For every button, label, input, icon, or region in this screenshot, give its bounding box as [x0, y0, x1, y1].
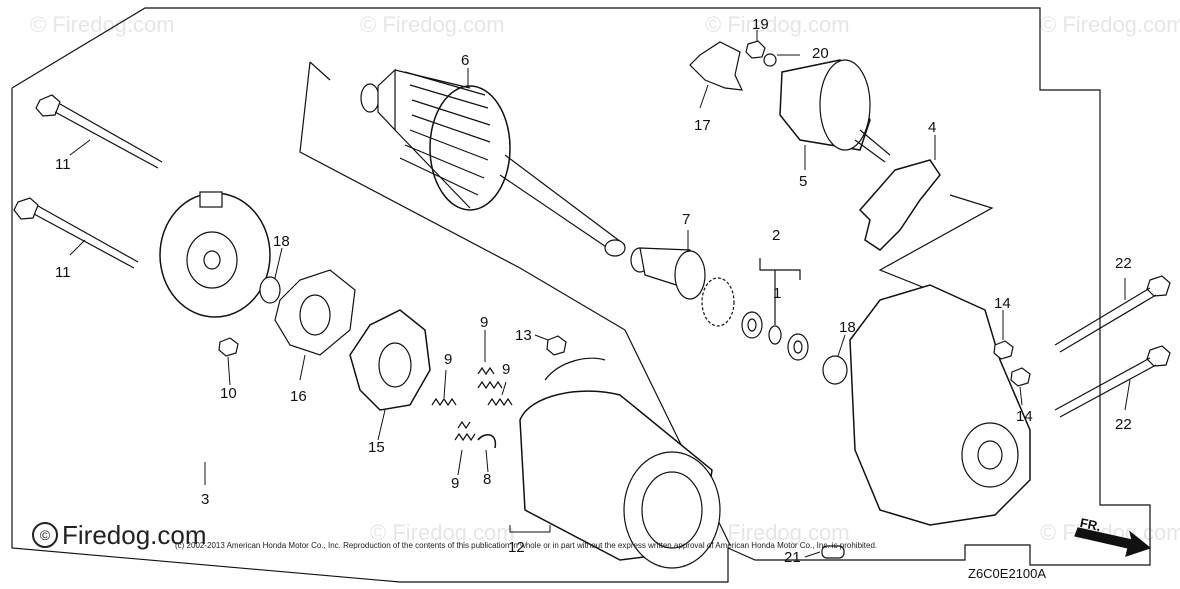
mounting-bolt	[1054, 345, 1171, 418]
callout-14: 14	[994, 295, 1011, 312]
drawing-code: Z6C0E2100A	[968, 566, 1047, 581]
brush-lead	[477, 434, 497, 449]
through-bolt	[35, 94, 163, 169]
through-bolt	[13, 197, 139, 269]
brush-plate	[274, 269, 356, 356]
callout-20: 20	[812, 45, 829, 62]
brush-spring	[487, 397, 513, 407]
pinion-gear-assembly	[630, 247, 735, 327]
callout-11: 11	[55, 264, 71, 281]
callout-17: 17	[694, 117, 711, 134]
bearing	[822, 355, 848, 385]
nut	[1010, 367, 1031, 387]
callout-15: 15	[368, 439, 385, 456]
watermark-text: © Firedog.com	[360, 12, 505, 37]
callout-19: 19	[752, 16, 769, 33]
solenoid-boot	[689, 41, 743, 91]
brush-spring	[431, 397, 457, 407]
watermark-text: © Firedog.com	[705, 520, 850, 545]
callout-11: 11	[55, 156, 71, 173]
callout-13: 13	[515, 327, 532, 344]
callout-7: 7	[682, 211, 691, 228]
brush-holder	[349, 309, 431, 411]
rear-cover	[159, 191, 271, 318]
callout-10: 10	[220, 385, 237, 402]
watermark-text: © Firedog.com	[1040, 12, 1180, 37]
nut	[218, 337, 239, 357]
callout-9: 9	[480, 314, 489, 331]
callout-18: 18	[839, 319, 856, 336]
callout-16: 16	[290, 388, 307, 405]
callout-5: 5	[799, 173, 808, 190]
mounting-bolt	[1054, 275, 1171, 353]
nut	[546, 335, 567, 356]
callout-9: 9	[502, 361, 511, 378]
callout-4: 4	[928, 119, 937, 136]
callout-2: 2	[772, 227, 781, 244]
copyright-symbol-icon: ©	[32, 522, 58, 548]
armature-subbox-outline	[299, 61, 731, 546]
callout-9: 9	[451, 475, 460, 492]
yoke-assembly	[519, 357, 721, 569]
brush-spring	[477, 366, 503, 390]
callout-18: 18	[273, 233, 290, 250]
callout-8: 8	[483, 471, 492, 488]
front-direction-arrow	[1074, 527, 1152, 557]
solenoid	[779, 59, 891, 163]
nut	[993, 340, 1014, 360]
callout-9: 9	[444, 351, 453, 368]
callout-22: 22	[1115, 255, 1132, 272]
callout-21: 21	[784, 549, 801, 566]
brand-text: Firedog.com	[62, 520, 207, 550]
callout-12: 12	[508, 539, 525, 556]
nut	[745, 40, 766, 59]
washer	[763, 53, 777, 67]
solenoid-subbox-outline	[878, 194, 994, 293]
callout-22: 22	[1115, 416, 1132, 433]
brush-spring	[454, 420, 476, 442]
callout-14: 14	[1016, 408, 1033, 425]
assembly-outline	[11, 7, 1151, 583]
watermark-text: © Firedog.com	[370, 520, 515, 545]
washer-set	[741, 258, 809, 361]
armature	[360, 68, 626, 257]
leader-lines	[69, 30, 1131, 558]
bearing	[259, 276, 281, 304]
shift-lever	[858, 159, 941, 251]
watermark-text: © Firedog.com	[30, 12, 175, 37]
callout-1: 1	[773, 285, 782, 302]
callout-3: 3	[201, 491, 210, 508]
front-housing	[849, 284, 1031, 526]
dowel-pin	[821, 545, 845, 559]
copyright-notice: (c) 2002-2013 American Honda Motor Co., …	[175, 541, 878, 550]
callout-6: 6	[461, 52, 470, 69]
brand-watermark: ©Firedog.com	[32, 520, 207, 551]
watermark-text: © Firedog.com	[705, 12, 850, 37]
armature-subbox-outline	[309, 61, 331, 81]
